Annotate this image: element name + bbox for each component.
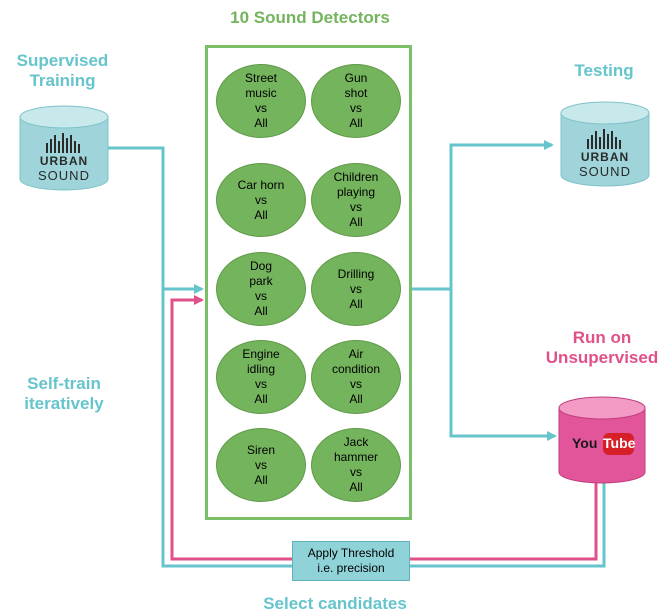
self-train-label: Self-train iteratively xyxy=(5,374,123,414)
detector-drilling: Drilling vs All xyxy=(311,252,401,326)
database-cylinder-icon xyxy=(560,101,650,187)
sound-brand-text: SOUND xyxy=(38,168,90,183)
youtube-logo-box xyxy=(603,433,634,455)
youtube-logo-you: You xyxy=(572,435,598,451)
urban-brand-text: URBAN xyxy=(580,150,630,164)
detector-car-horn: Car horn vs All xyxy=(216,163,306,237)
database-cylinder-icon xyxy=(19,105,109,191)
detector-gun-shot: Gun shot vs All xyxy=(311,64,401,138)
supervised-training-label: Supervised Training xyxy=(0,51,125,91)
selftrain-line1: Self-train xyxy=(27,374,101,393)
detector-siren: Siren vs All xyxy=(216,428,306,502)
run-line1: Run on xyxy=(572,328,632,347)
diagram-title: 10 Sound Detectors xyxy=(230,8,390,27)
supervised-line2: Training xyxy=(29,71,96,90)
urban-brand-text: URBAN xyxy=(39,154,89,168)
database-cylinder-icon xyxy=(558,396,646,484)
youtube-logo-tube: Tube xyxy=(603,435,636,451)
unsupervised-connector xyxy=(449,289,557,441)
run-unsupervised-label: Run on Unsupervised xyxy=(535,328,669,368)
threshold-line1: Apply Threshold xyxy=(307,546,395,560)
youtube-unsupervised-database: You Tube xyxy=(558,396,646,484)
detector-street-music: Street music vs All xyxy=(216,64,306,138)
detector-jack-hammer: Jack hammer vs All xyxy=(311,428,401,502)
detector-dog-park: Dog park vs All xyxy=(216,252,306,326)
detector-engine-idling: Engine idling vs All xyxy=(216,340,306,414)
detector-air-condition: Air condition vs All xyxy=(311,340,401,414)
apply-threshold-box: Apply Threshold i.e. precision xyxy=(292,541,410,581)
urbansound-testing-database: URBAN SOUND xyxy=(560,101,650,187)
detector-children-playing: Children playing vs All xyxy=(311,163,401,237)
select-candidates-label: Select candidates xyxy=(263,594,407,613)
threshold-line2: i.e. precision xyxy=(317,561,385,575)
training-connector xyxy=(108,146,204,294)
testing-connector xyxy=(449,140,554,289)
supervised-line1: Supervised xyxy=(16,51,109,70)
urbansound-training-database: URBAN SOUND xyxy=(19,105,109,191)
run-line2: Unsupervised xyxy=(545,348,659,367)
selftrain-line2: iteratively xyxy=(24,394,104,413)
sound-brand-text: SOUND xyxy=(579,164,631,179)
testing-label: Testing xyxy=(574,61,634,80)
feedback-pink-connector xyxy=(170,295,598,561)
